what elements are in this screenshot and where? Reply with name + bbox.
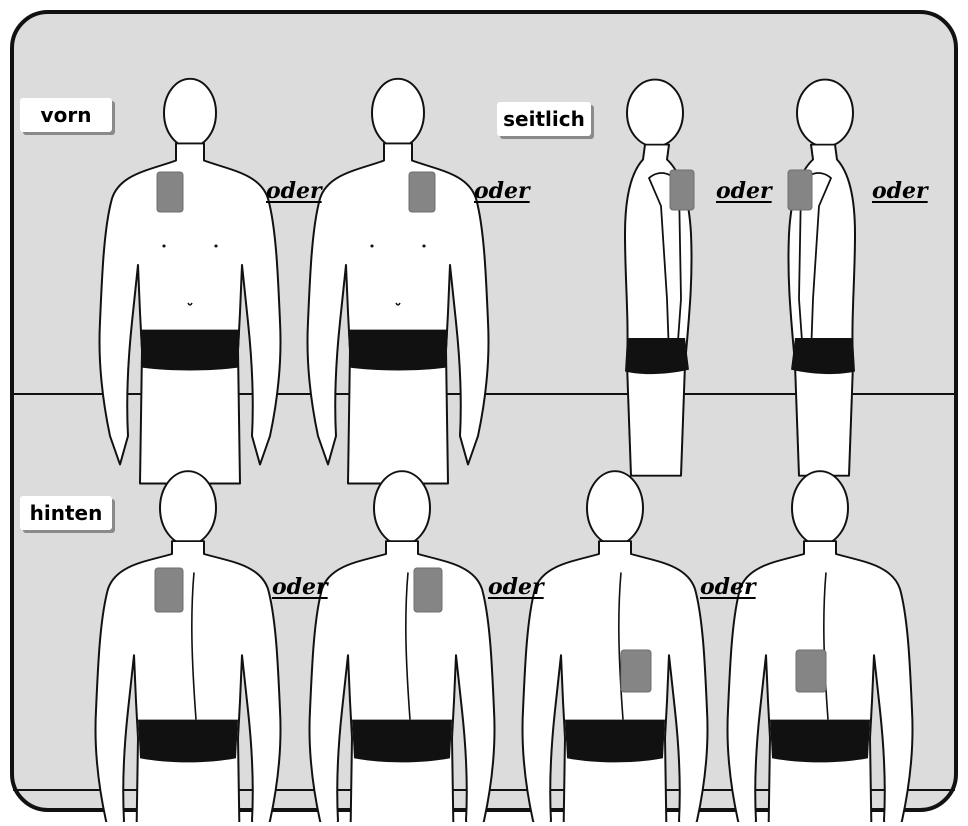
patch-back-lower-right xyxy=(621,650,651,692)
oder-side-1: oder xyxy=(716,178,772,204)
patch-front-right-chest xyxy=(157,172,183,212)
oder-back-1: oder xyxy=(272,574,328,600)
oder-front-1: oder xyxy=(266,178,322,204)
oder-side-2: oder xyxy=(872,178,928,204)
patch-back-upper-left xyxy=(155,568,183,612)
patch-side-right-arm xyxy=(670,170,694,210)
label-side: seitlich xyxy=(497,102,591,136)
oder-front-2: oder xyxy=(474,178,530,204)
patch-back-upper-right xyxy=(414,568,442,612)
label-back: hinten xyxy=(20,496,112,530)
patch-back-lower-left xyxy=(796,650,826,692)
oder-back-2: oder xyxy=(488,574,544,600)
patch-front-left-chest xyxy=(409,172,435,212)
label-front: vorn xyxy=(20,98,112,132)
patch-side-left-arm xyxy=(788,170,812,210)
oder-back-3: oder xyxy=(700,574,756,600)
